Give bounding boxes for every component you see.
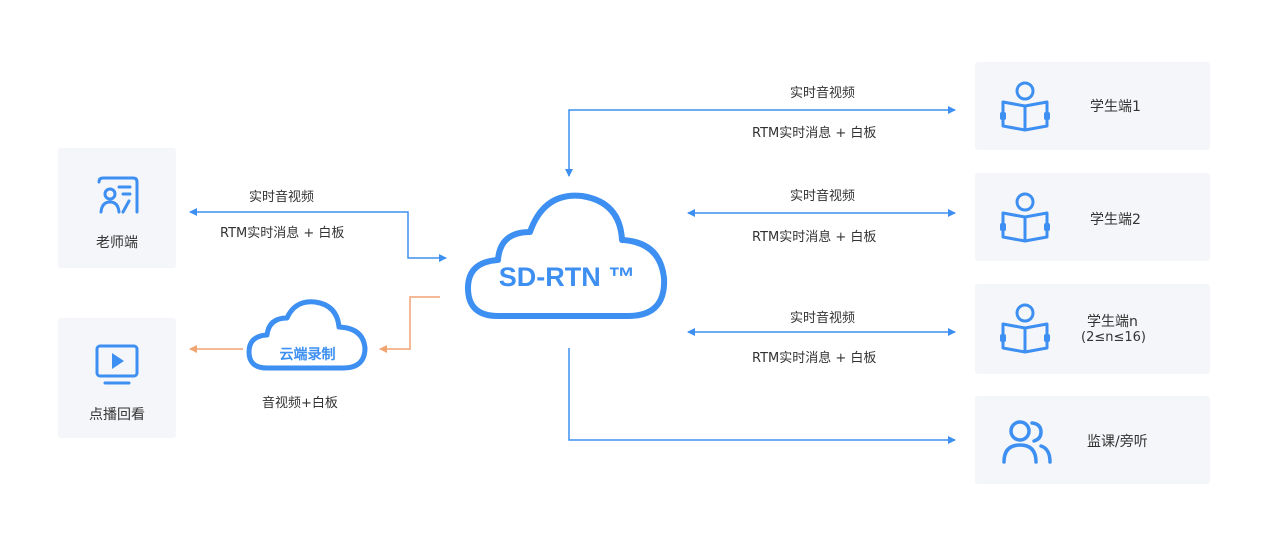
student-sublabel-n: (2≤n≤16) xyxy=(1081,330,1146,345)
teacher-board-icon xyxy=(97,176,139,214)
record-caption: 音视频+白板 xyxy=(262,396,338,411)
student1-rtm-label: RTM实时消息 + 白板 xyxy=(752,126,877,141)
monitor-label: 监课/旁听 xyxy=(1087,434,1148,450)
users-icon xyxy=(1002,420,1052,464)
studentn-av-label: 实时音视频 xyxy=(790,311,856,326)
playback-label: 点播回看 xyxy=(89,407,145,423)
teacher-label: 老师端 xyxy=(96,235,138,251)
studentn-rtm-label: RTM实时消息 + 白板 xyxy=(752,351,877,366)
student-reading-icon xyxy=(1000,303,1050,354)
student-reading-icon xyxy=(1000,81,1050,132)
edge-cloud-record xyxy=(379,296,440,353)
student-node-1: 学生端1 xyxy=(975,62,1210,150)
student1-av-label: 实时音视频 xyxy=(790,86,856,101)
student-reading-icon xyxy=(1000,192,1050,243)
student2-av-label: 实时音视频 xyxy=(790,189,856,204)
record-cloud-icon xyxy=(246,299,368,371)
teacher-av-label: 实时音视频 xyxy=(249,190,315,205)
student-label-1: 学生端1 xyxy=(1090,99,1141,115)
edge-cloud-monitor xyxy=(568,348,956,444)
student-node-n: 学生端n (2≤n≤16) xyxy=(975,284,1210,374)
monitor-node: 监课/旁听 xyxy=(975,396,1210,484)
center-cloud-label: SD-RTN ™ xyxy=(498,262,636,292)
playback-node: 点播回看 xyxy=(58,318,176,438)
edge-cloud-student1 xyxy=(565,106,956,177)
center-cloud-icon xyxy=(465,192,668,319)
record-cloud-label: 云端录制 xyxy=(279,346,336,362)
teacher-node: 老师端 xyxy=(58,148,176,268)
student2-rtm-label: RTM实时消息 + 白板 xyxy=(752,230,877,245)
student-label-n: 学生端n xyxy=(1087,314,1138,330)
teacher-rtm-label: RTM实时消息 + 白板 xyxy=(220,226,345,241)
student-node-2: 学生端2 xyxy=(975,173,1210,261)
student-label-2: 学生端2 xyxy=(1090,212,1141,228)
edge-teacher-cloud xyxy=(189,208,447,262)
video-play-icon xyxy=(95,344,139,385)
